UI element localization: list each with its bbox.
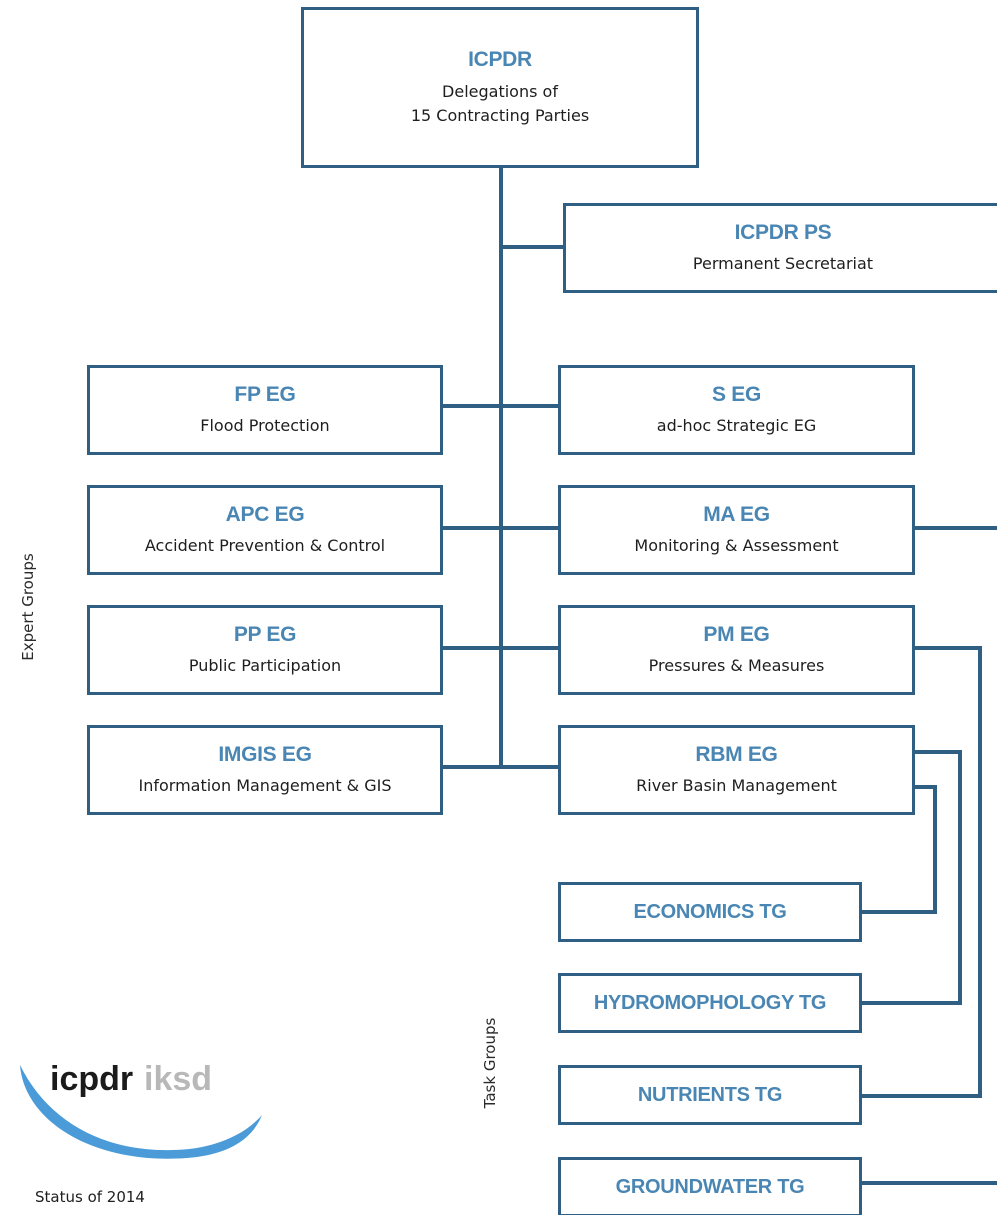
logo-wave-icon <box>20 1065 262 1159</box>
ma-eg-title: MA EG <box>703 503 770 527</box>
rbm-eg-title: RBM EG <box>695 743 778 767</box>
pp-eg-box: PP EG Public Participation <box>87 605 443 695</box>
hydromorphology-tg-box: HYDROMOPHOLOGY TG <box>558 973 862 1033</box>
imgis-eg-title: IMGIS EG <box>218 743 312 767</box>
economics-tg-box: ECONOMICS TG <box>558 882 862 942</box>
logo-icpdr-text: icpdr <box>50 1060 133 1098</box>
expert-groups-label: Expert Groups <box>19 553 37 661</box>
secretariat-subtitle: Permanent Secretariat <box>692 253 874 273</box>
task-groups-label: Task Groups <box>481 1017 499 1109</box>
icpdr-subtitle-line2: 15 Contracting Parties <box>410 105 590 125</box>
secretariat-title: ICPDR PS <box>734 221 832 245</box>
rbm-eg-subtitle: River Basin Management <box>636 775 837 795</box>
nutrients-tg-box: NUTRIENTS TG <box>558 1065 862 1125</box>
nutrients-tg-title: NUTRIENTS TG <box>637 1083 783 1106</box>
imgis-eg-box: IMGIS EG Information Management & GIS <box>87 725 443 815</box>
rbm-eg-box: RBM EG River Basin Management <box>558 725 915 815</box>
groundwater-tg-title: GROUNDWATER TG <box>615 1175 805 1198</box>
pm-eg-title: PM EG <box>703 623 770 647</box>
apc-eg-title: APC EG <box>225 503 305 527</box>
fp-eg-subtitle: Flood Protection <box>200 415 330 435</box>
s-eg-subtitle: ad-hoc Strategic EG <box>656 415 817 435</box>
connector-rbm-economics <box>860 785 937 914</box>
ma-eg-box: MA EG Monitoring & Assessment <box>558 485 915 575</box>
icpdr-subtitle-line1: Delegations of <box>442 81 558 101</box>
status-text: Status of 2014 <box>35 1188 145 1206</box>
connector-pm-nutrients <box>860 646 982 1098</box>
logo-iksd-text: iksd <box>144 1060 212 1098</box>
fp-eg-title: FP EG <box>234 383 296 407</box>
connector-rbm-hydromorphology <box>860 750 962 1005</box>
apc-eg-subtitle: Accident Prevention & Control <box>144 535 386 555</box>
economics-tg-title: ECONOMICS TG <box>633 900 787 923</box>
imgis-eg-subtitle: Information Management & GIS <box>138 775 392 795</box>
pm-eg-subtitle: Pressures & Measures <box>648 655 825 675</box>
s-eg-title: S EG <box>712 383 761 407</box>
apc-eg-box: APC EG Accident Prevention & Control <box>87 485 443 575</box>
groundwater-tg-box: GROUNDWATER TG <box>558 1157 862 1215</box>
pm-eg-box: PM EG Pressures & Measures <box>558 605 915 695</box>
pp-eg-subtitle: Public Participation <box>188 655 342 675</box>
hydromorphology-tg-title: HYDROMOPHOLOGY TG <box>593 991 827 1014</box>
s-eg-box: S EG ad-hoc Strategic EG <box>558 365 915 455</box>
secretariat-box: ICPDR PS Permanent Secretariat <box>563 203 997 293</box>
ma-eg-subtitle: Monitoring & Assessment <box>634 535 839 555</box>
icpdr-title: ICPDR <box>468 48 532 72</box>
icpdr-box: ICPDR Delegations of 15 Contracting Part… <box>301 7 699 168</box>
pp-eg-title: PP EG <box>233 623 297 647</box>
fp-eg-box: FP EG Flood Protection <box>87 365 443 455</box>
icpdr-iksd-logo: icpdr iksd <box>20 1060 262 1159</box>
